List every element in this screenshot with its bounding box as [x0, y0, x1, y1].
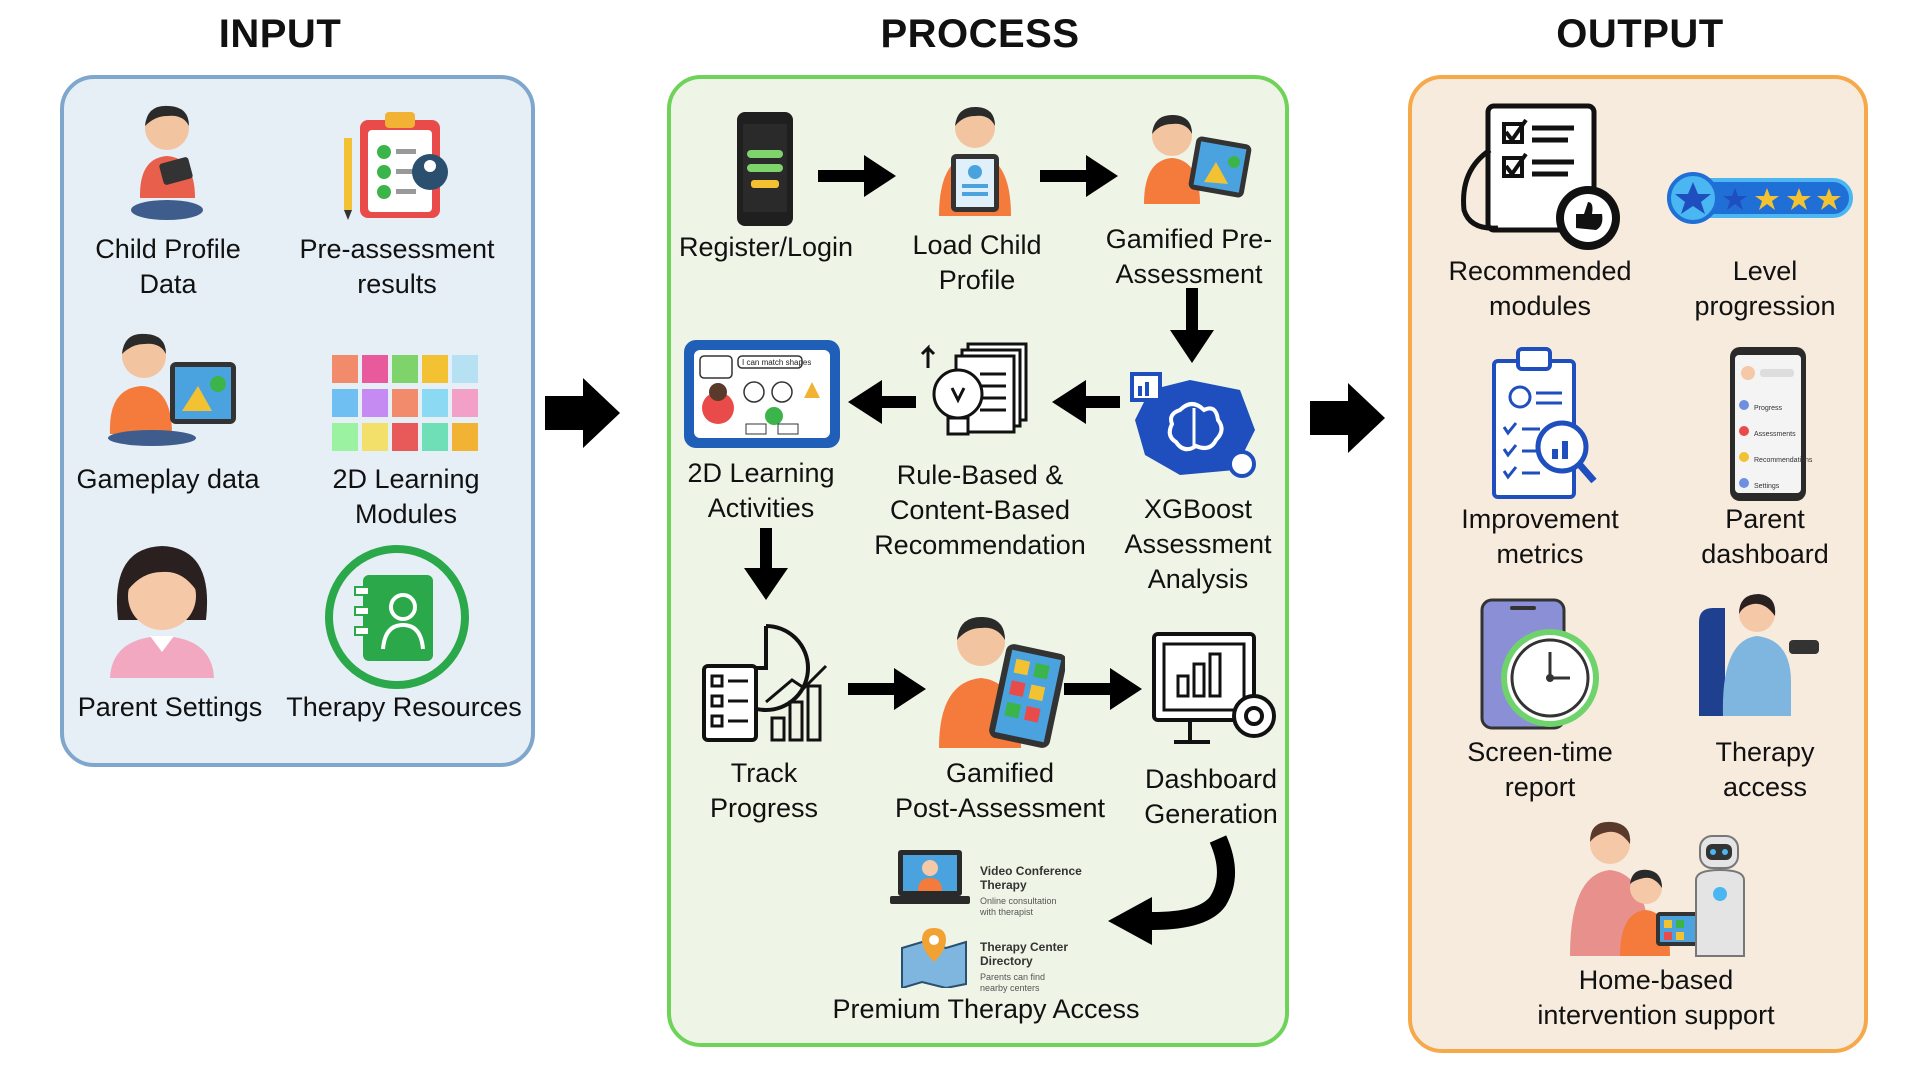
- output-panel: [1408, 75, 1868, 1053]
- gameplay-data-label: Gameplay data: [76, 464, 260, 494]
- phone-menu-item-settings: Settings: [1754, 483, 1780, 490]
- therapy-access-label: Therapy access: [1715, 737, 1815, 802]
- dashboard-generation-icon: [1152, 632, 1276, 744]
- improvement-metrics-label: Improvement metrics: [1461, 504, 1619, 569]
- child-gaming-tablet-icon: [1144, 114, 1252, 204]
- child-playing-tablet-icon: [108, 333, 236, 446]
- screen-time-report-label: Screen-time report: [1467, 737, 1613, 802]
- recommendation-label: Rule-Based & Content-Based Recommendatio…: [874, 460, 1086, 560]
- ai-brain-analysis-icon: [1130, 372, 1256, 478]
- track-to-post-arrow: [848, 668, 926, 710]
- learning-modules-grid-icon: [332, 355, 478, 451]
- progress-tracking-icon: [702, 624, 828, 742]
- xgboost-analysis-label: XGBoost Assessment Analysis: [1124, 494, 1272, 594]
- pre-assessment-results-label: Pre-assessment results: [299, 234, 495, 299]
- xgboost-to-recommendation-arrow: [1052, 380, 1120, 424]
- register-login-label: Register/Login: [678, 232, 854, 262]
- child-post-assessment-tablet-icon: [939, 616, 1065, 748]
- load-to-preassess-arrow: [1040, 155, 1118, 197]
- therapy-access-person-icon: [1699, 594, 1819, 716]
- parent-avatar-icon: [110, 546, 214, 678]
- screen-time-clock-icon: [1480, 598, 1599, 730]
- home-intervention-family-robot-icon: [1570, 821, 1745, 957]
- input-to-process-arrow: [545, 378, 620, 448]
- learning-modules-label: 2D Learning Modules: [332, 464, 480, 529]
- lightbulb-documents-icon: [920, 342, 1028, 436]
- output-column-title: OUTPUT: [1556, 12, 1724, 56]
- phone-menu-item-recommendations: Recommendations: [1754, 457, 1813, 464]
- tablet-card-text: I can match shapes: [742, 358, 811, 367]
- child-profile-data-label: Child Profile Data: [95, 234, 241, 299]
- activities-to-track-arrow: [744, 528, 788, 600]
- preassess-to-xgboost-arrow: [1170, 288, 1214, 363]
- checklist-thumbs-up-icon: [1461, 103, 1620, 250]
- therapy-resources-label: Therapy Resources: [286, 692, 522, 722]
- load-child-profile-label: Load Child Profile: [912, 230, 1042, 295]
- pre-assessment-clipboard-icon: [344, 112, 448, 220]
- learning-activities-label: 2D Learning Activities: [687, 458, 835, 523]
- process-column-title: PROCESS: [880, 12, 1080, 56]
- therapy-center-desc: Parents can find nearby centers: [980, 972, 1046, 993]
- phone-menu-item-assessments: Assessments: [1754, 431, 1796, 438]
- level-progression-label: Level progression: [1694, 256, 1836, 321]
- track-progress-label: Track Progress: [709, 758, 819, 823]
- child-with-tablet-icon: [131, 105, 203, 220]
- parent-settings-label: Parent Settings: [77, 692, 263, 722]
- video-conference-laptop-icon: [890, 850, 970, 904]
- phone-menu-item-progress: Progress: [1754, 405, 1783, 412]
- recommended-modules-label: Recommended modules: [1448, 256, 1632, 321]
- therapy-center-map-icon: [901, 928, 967, 988]
- dashboard-to-premium-curved-arrow: [1108, 835, 1235, 945]
- home-based-intervention-label: Home-based intervention support: [1537, 965, 1775, 1030]
- improvement-metrics-clipboard-icon: [1492, 347, 1597, 499]
- level-stars-bar-icon: [1667, 172, 1853, 224]
- smartphone-login-icon: [737, 112, 793, 226]
- video-conference-desc: Online consultation with therapist: [980, 896, 1057, 917]
- parent-dashboard-phone-icon: [1730, 347, 1806, 501]
- therapy-center-title: Therapy Center Directory: [980, 940, 1069, 968]
- premium-therapy-access-label: Premium Therapy Access: [832, 994, 1140, 1024]
- learning-activity-tablet-icon: I can match shapes: [684, 340, 840, 448]
- parent-dashboard-label: Parent dashboard: [1701, 504, 1829, 569]
- gamified-post-assessment-label: Gamified Post-Assessment: [894, 758, 1106, 823]
- video-conference-title: Video Conference Therapy: [980, 864, 1082, 892]
- child-holding-profile-tablet-icon: [939, 106, 1011, 216]
- dashboard-generation-label: Dashboard Generation: [1144, 764, 1278, 829]
- recommendation-to-activities-arrow: [848, 380, 916, 424]
- post-to-dashboard-arrow: [1064, 668, 1142, 710]
- therapy-resources-book-icon: [325, 545, 469, 689]
- input-column-title: INPUT: [218, 12, 342, 56]
- process-to-output-arrow: [1310, 383, 1385, 453]
- register-to-load-arrow: [818, 155, 896, 197]
- gamified-pre-assessment-label: Gamified Pre- Assessment: [1105, 224, 1273, 289]
